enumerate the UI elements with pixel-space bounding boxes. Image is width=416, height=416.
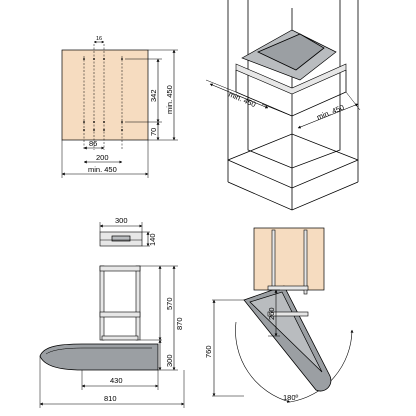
mounting-plan-view: 16 342 70 min. 450 86 200 min. 450: [61, 36, 178, 178]
dim-870-label: 870: [175, 317, 184, 330]
iso-dim-depth-label: min. 450: [227, 90, 257, 110]
dim-342-label: 342: [149, 89, 158, 102]
dim-min450-horizontal-label: min. 450: [88, 165, 117, 174]
dim-260-label: 260: [267, 307, 276, 320]
iso-dim-width-label: min. 450: [315, 103, 345, 122]
dim-300-top-label: 300: [115, 216, 128, 225]
isometric-cabinet-view: min. 450 min. 450: [205, 0, 361, 211]
dim-70-label: 70: [149, 128, 158, 136]
dim-140-label: 140: [148, 233, 157, 246]
rotation-mounting-panel: [253, 227, 325, 291]
dim-min450-vertical-label: min. 450: [165, 85, 174, 114]
dim-430-label: 430: [110, 376, 123, 385]
dim-16-label: 16: [96, 36, 102, 42]
screw-holes: [83, 58, 123, 131]
angle-label: 180º: [283, 393, 299, 402]
dim-86-label: 86: [89, 139, 97, 148]
mounting-panel: [61, 49, 149, 141]
front-side-view: 300 140 570 870 300 430 810: [39, 216, 185, 408]
rotation-view: 180º 260 760: [204, 227, 354, 403]
dim-810-label: 810: [104, 394, 117, 403]
dim-200-label: 200: [96, 153, 109, 162]
dim-570-label: 570: [165, 297, 174, 310]
dim-300-side-label: 300: [165, 354, 174, 367]
dim-760-label: 760: [204, 345, 213, 358]
